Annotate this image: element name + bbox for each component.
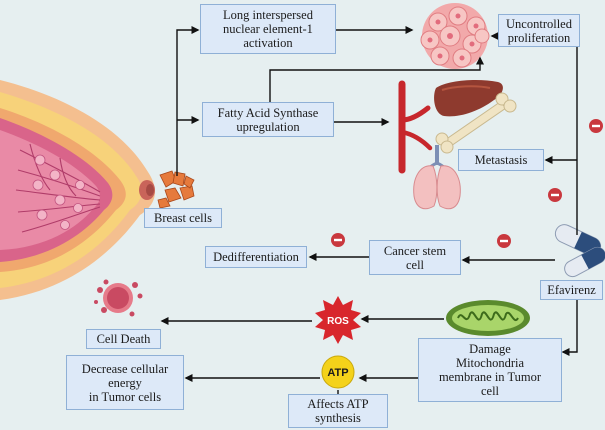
breast-cells-image (157, 170, 195, 209)
bone-image (435, 92, 517, 154)
atp-label: ATP (327, 367, 348, 379)
liver-image (434, 80, 503, 117)
node-cell-death: Cell Death (86, 329, 161, 349)
tumor-cluster-image (420, 3, 490, 69)
node-dedifferentiation: Dedifferentiation (205, 246, 307, 268)
dead-cells-image (94, 279, 143, 317)
node-decrease-energy: Decrease cellular energy in Tumor cells (66, 355, 184, 410)
blood-vessel-image (398, 80, 433, 174)
efavirenz-capsules-image (554, 224, 605, 278)
node-line1-activation: Long interspersed nuclear element-1 acti… (200, 4, 336, 54)
inhibition-marker-dedifferentiation (331, 233, 345, 247)
inhibition-marker-stem-cell (497, 234, 511, 248)
breast-illustration (0, 80, 155, 300)
node-breast-cells: Breast cells (144, 208, 222, 228)
inhibition-marker-proliferation (589, 119, 603, 133)
node-damage-mitochondria: Damage Mitochondria membrane in Tumor ce… (418, 338, 562, 402)
mitochondrion-image (446, 300, 530, 336)
atp-badge: ATP (321, 355, 355, 389)
ros-badge: ROS (315, 296, 361, 344)
lungs-image (413, 145, 461, 210)
node-uncontrolled-proliferation: Uncontrolled proliferation (498, 14, 580, 47)
node-cancer-stem-cell: Cancer stem cell (369, 240, 461, 275)
node-efavirenz: Efavirenz (540, 280, 603, 300)
connectors (160, 26, 578, 394)
inhibition-marker-metastasis (548, 188, 562, 202)
node-fasn-upregulation: Fatty Acid Synthase upregulation (202, 102, 334, 137)
ros-label: ROS (327, 316, 349, 327)
node-metastasis: Metastasis (458, 149, 544, 171)
node-affects-atp-synthesis: Affects ATP synthesis (288, 394, 388, 428)
